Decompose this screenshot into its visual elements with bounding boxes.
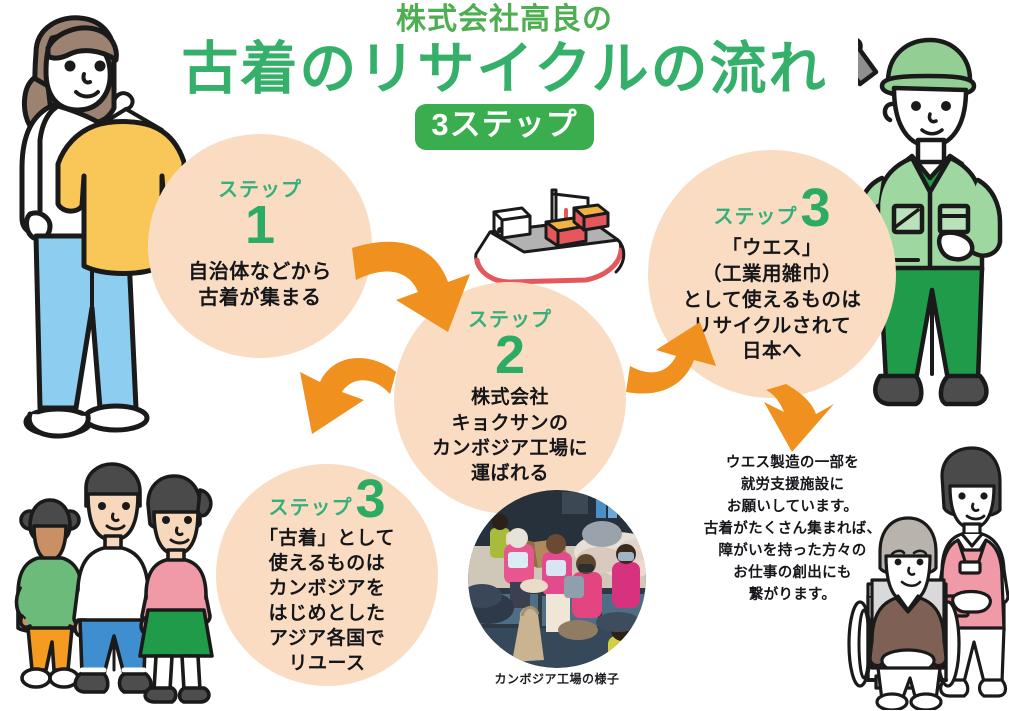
three-people-illustration (8, 462, 232, 708)
welfare-note-text: ウエス製造の一部を就労支援施設にお願いしています。古着がたくさん集まれば、障がい… (703, 455, 882, 604)
step-3-right-label: ステップ (713, 206, 798, 229)
step-3-right-circle: ステップ 3 「ウエス」（工業用雑巾）として使えるものはリサイクルされて日本へ (648, 150, 896, 398)
step-2-body: 株式会社キョクサンのカンボジア工場に運ばれる (431, 387, 588, 484)
step-3-left-body: 「古着」として使えるものはカンボジアをはじめとしたアジア各国でリユース (259, 527, 395, 675)
photo-caption: カンボジア工場の様子 (494, 672, 620, 686)
step-1-number: 1 (244, 195, 276, 256)
three-steps-badge: 3ステップ (415, 104, 594, 151)
step-3-right-number: 3 (800, 178, 831, 239)
step-1-circle: ステップ 1 自治体などから古着が集まる (148, 134, 372, 358)
step-3-left-circle: ステップ 3 「古着」として使えるものはカンボジアをはじめとしたアジア各国でリユ… (216, 464, 438, 686)
step-1-label: ステップ (218, 179, 302, 202)
factory-worker-illustration (823, 28, 1009, 430)
arrow-step2-to-step3-left (300, 358, 396, 434)
step-3-right-heading: ステップ 3 (713, 178, 831, 239)
caregiver-wheelchair-illustration (846, 444, 1009, 711)
step-2-number: 2 (494, 325, 526, 386)
step-2-label: ステップ (468, 309, 552, 332)
step-3-left-number: 3 (355, 468, 386, 529)
step-1-body: 自治体などから古着が集まる (188, 260, 332, 310)
step-3-left-label: ステップ (268, 496, 353, 519)
step-3-left-heading: ステップ 3 (268, 468, 386, 529)
cambodia-factory-photo (468, 490, 646, 668)
step-3-right-body: 「ウエス」（工業用雑巾）として使えるものはリサイクルされて日本へ (682, 238, 862, 363)
step-2-circle: ステップ 2 株式会社キョクサンのカンボジア工場に運ばれる (394, 282, 626, 514)
cargo-ship-illustration (470, 186, 630, 290)
